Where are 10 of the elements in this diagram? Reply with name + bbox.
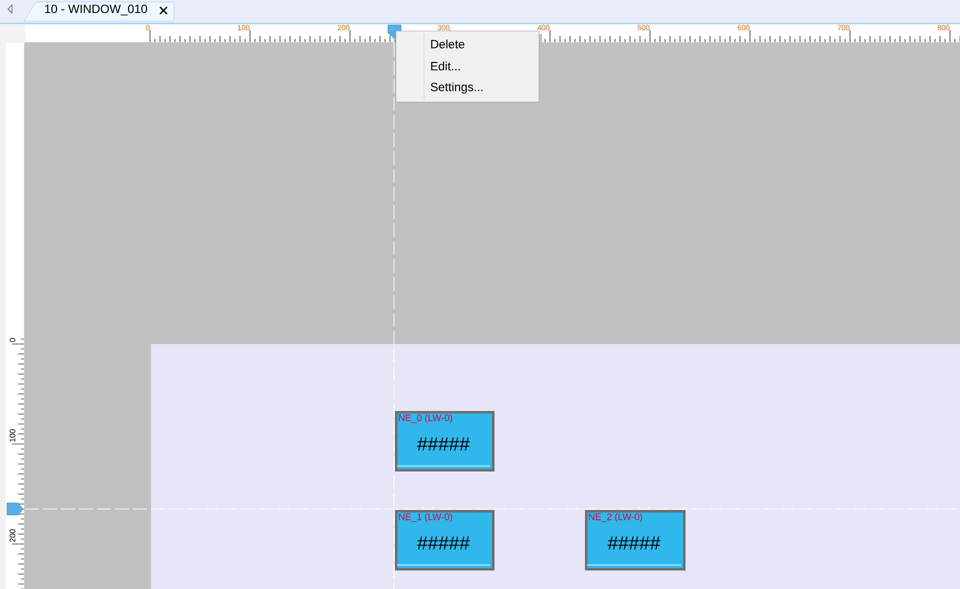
menu-item: Settings...	[430, 82, 482, 94]
numeric-display-box: NE_0 (LW-0) #####	[395, 411, 494, 472]
tab: 10 - WINDOW_010	[24, 2, 174, 22]
ruler-number: 100	[10, 429, 16, 442]
menu-item: Edit...	[431, 62, 460, 70]
ruler-number: 200	[10, 529, 16, 542]
numeric-display-box: NE_2 (LW-0) #####	[585, 510, 686, 570]
ruler-number: 0	[10, 338, 16, 342]
menu-item: Delete	[431, 40, 464, 48]
numeric-display-box: NE_1 (LW-0) #####	[395, 510, 494, 570]
